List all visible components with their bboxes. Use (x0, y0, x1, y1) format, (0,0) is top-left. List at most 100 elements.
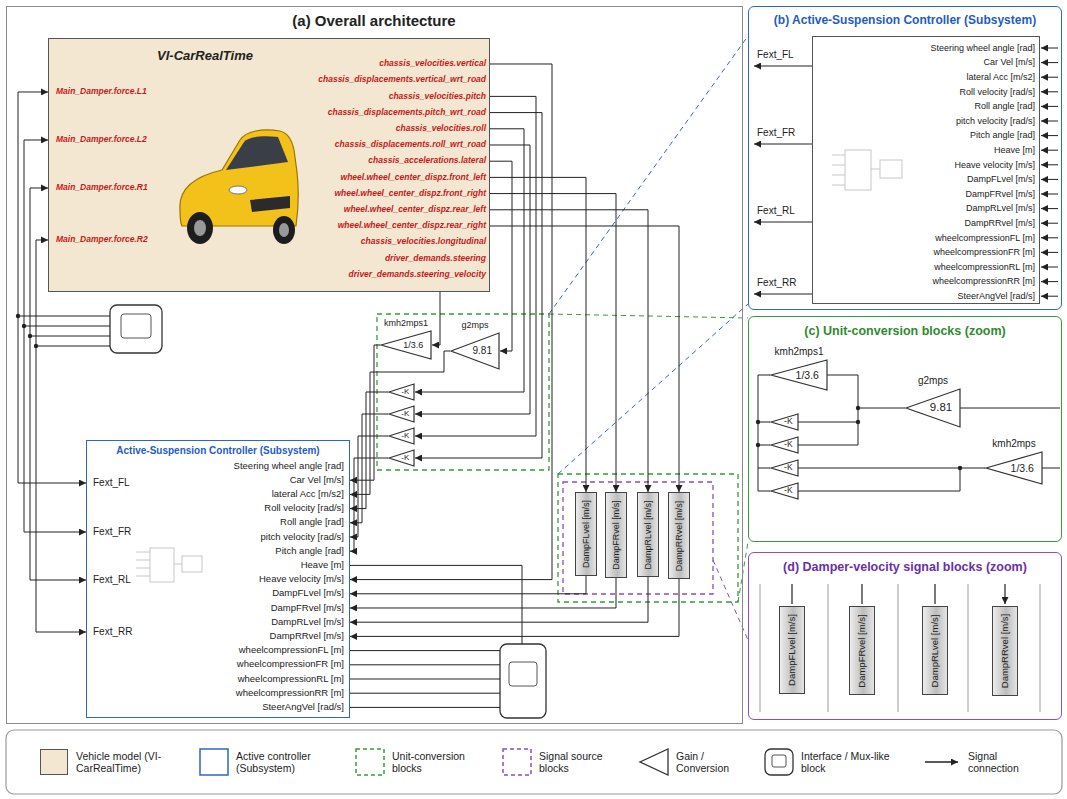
port-label: Car Vel [m/s] (290, 475, 344, 486)
legend-sample (503, 749, 531, 775)
thumbnail-wire (136, 552, 182, 576)
signal-source-block: DampFLvel [m/s] (779, 606, 805, 694)
input-arrow (1041, 164, 1058, 165)
port-label: Main_Damper.force.R2 (56, 235, 148, 245)
input-arrow (1041, 48, 1058, 49)
controller-subsystem: Active-Suspension Controller (Subsystem)… (86, 440, 350, 718)
output-arrow (754, 221, 812, 222)
car-hub (194, 220, 206, 236)
port-label: Fext_FR (757, 127, 795, 139)
signal-label: DampRLvel [m/s] (643, 500, 653, 569)
signal-source-block: DampRLvel [m/s] (922, 606, 948, 695)
port-label: Roll velocity [rad/s] (264, 503, 344, 514)
legend-box (6, 730, 1062, 794)
gain-value: 1/3.6 (403, 340, 423, 350)
output-arrow (754, 143, 812, 144)
signal-connection (350, 458, 388, 551)
port-label: Pitch angle [rad] (970, 130, 1035, 140)
signal-connection (350, 576, 586, 594)
input-arrow (1041, 267, 1058, 268)
port-label: chassis_velocities.longitudinal (361, 237, 486, 247)
gain-block: -K (770, 436, 799, 454)
gain-block: g2mps9.81 (905, 388, 961, 428)
zoom-panel: kmh2mps11/3.6g2mps9.81kmh2mps1/3.6-K-K-K… (748, 316, 1062, 542)
car-wheel (273, 216, 295, 244)
car-windshield (226, 136, 288, 170)
port-label: Heave velocity [m/s] (954, 160, 1035, 170)
port-label: DampRLvel [m/s] (271, 617, 344, 628)
signal-label: DampRRvel [m/s] (674, 500, 684, 571)
gain-name: kmh2mps (992, 438, 1035, 450)
port-label: Roll velocity [rad/s] (959, 87, 1035, 97)
legend-text: Signal connection (968, 750, 1043, 775)
gain-block: -K (770, 482, 799, 500)
port-label: wheelcompressionFL [m] (935, 233, 1035, 243)
panel-title: (d) Damper-velocity signal blocks (zoom) (783, 560, 1027, 574)
port-label: Fext_FR (93, 526, 131, 538)
signal-connection (24, 140, 86, 532)
port-label: Main_Damper.force.L2 (56, 135, 147, 145)
car-headlight (229, 186, 247, 194)
input-arrow (1041, 296, 1058, 297)
gain-value: 9.81 (473, 345, 492, 357)
signal-connection (350, 351, 450, 494)
port-label: wheel.wheel_center_dispz.rear_right (338, 221, 486, 231)
input-arrow (1041, 223, 1058, 224)
input-arrow (1041, 179, 1058, 180)
output-arrow (754, 65, 812, 66)
gain-value: 1/3.6 (1011, 462, 1034, 474)
gain-block: -K (770, 413, 799, 431)
port-label: chassis_accelerations.lateral (368, 156, 486, 166)
port-label: pitch velocity [rad/s] (956, 116, 1035, 126)
legend-text: Active controller (Subsystem) (236, 750, 336, 775)
gain-value: -K (784, 440, 793, 450)
signal-label: DampRLvel [m/s] (930, 614, 941, 687)
gain-triangle (771, 360, 827, 390)
signal-label: DampFRvel [m/s] (857, 614, 868, 687)
gain-block: kmh2mps11/3.6 (380, 330, 432, 360)
input-arrow (1041, 62, 1058, 63)
mux-screen (509, 662, 537, 686)
signal-connection (490, 194, 616, 492)
legend-sample (925, 761, 958, 762)
port-label: SteerAngVel [rad/s] (262, 702, 344, 713)
gain-block: -K (770, 459, 799, 477)
port-label: lateral Acc [m/s2] (272, 489, 344, 500)
mux-screen (121, 314, 151, 338)
signal-connection (30, 188, 86, 580)
gain-value: 9.81 (930, 401, 952, 414)
port-label: Car Vel [m/s] (983, 57, 1035, 67)
signal-connection (36, 240, 86, 632)
gain-block: g2mps9.81 (450, 332, 500, 370)
gain-block: -K (388, 427, 415, 445)
legend-text: Vehicle model (VI-CarRealTime) (76, 750, 186, 775)
port-label: Main_Damper.force.L1 (56, 87, 147, 97)
panel-title: (a) Overall architecture (292, 12, 455, 29)
port-label: Roll angle [rad] (974, 101, 1035, 111)
gain-triangle (389, 406, 414, 422)
input-arrow (1041, 252, 1058, 253)
car-hub (279, 223, 289, 237)
gain-value: -K (401, 453, 409, 462)
port-label: chassis_displacements.vertical_wrt_road (318, 75, 486, 85)
port-label: DampFLvel [m/s] (272, 588, 344, 599)
junction-dot (958, 466, 962, 470)
signal-wire (758, 375, 1060, 491)
legend-text: Gain / Conversion (676, 750, 751, 775)
port-label: DampRLvel [m/s] (966, 203, 1035, 213)
signal-label: DampFLvel [m/s] (787, 614, 798, 686)
legend-text: Signal source blocks (539, 750, 619, 775)
gain-triangle (451, 333, 499, 369)
legend-text: Unit-conversion blocks (392, 750, 487, 775)
gain-triangle (389, 450, 414, 466)
port-label: Main_Damper.force.R1 (56, 183, 148, 193)
car-grille (250, 196, 290, 212)
port-label: DampFLvel [m/s] (967, 174, 1035, 184)
input-arrow (1041, 121, 1058, 122)
signal-source-block: DampFRvel [m/s] (605, 492, 627, 578)
thumbnail-block (880, 160, 902, 178)
signal-connection (490, 226, 679, 492)
port-label: Roll angle [rad] (280, 517, 344, 528)
port-label: SteerAngVel [rad/s] (957, 291, 1035, 301)
